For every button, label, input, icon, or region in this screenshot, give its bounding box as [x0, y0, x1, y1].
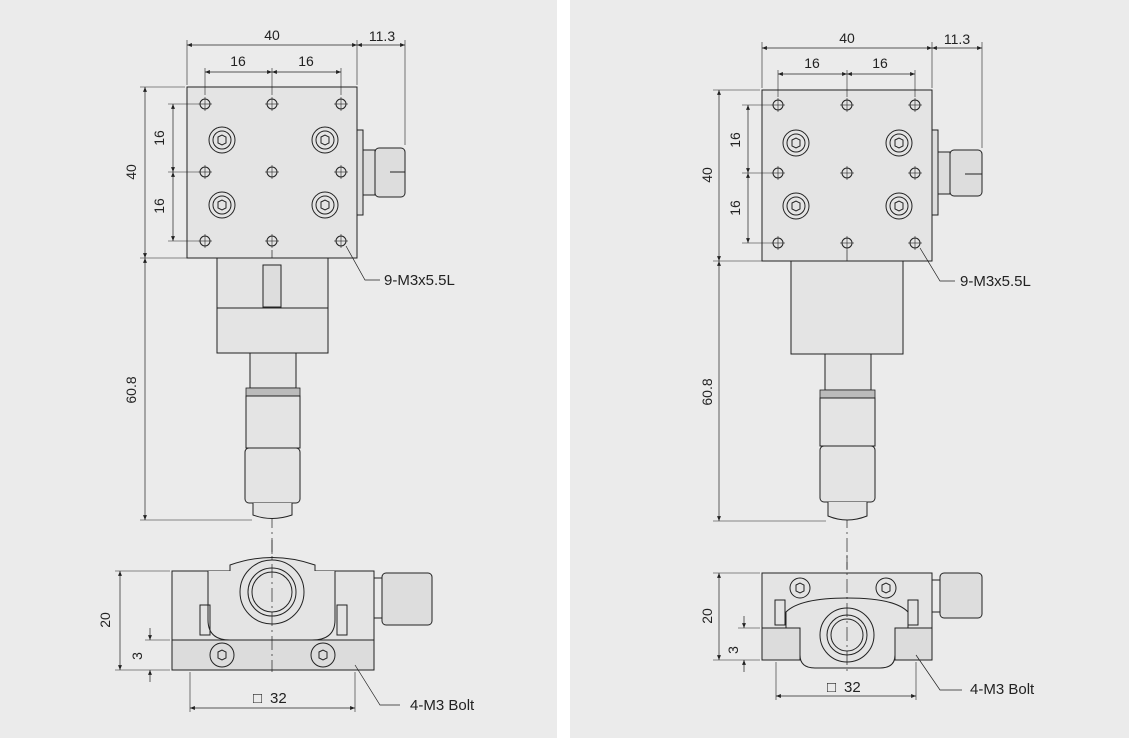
- mounting-screws: [208, 126, 339, 219]
- square-symbol: □: [253, 690, 262, 707]
- dim-width-40: 40: [264, 27, 280, 43]
- micrometer-thimble: [819, 397, 876, 447]
- dim-front-height-20: 20: [97, 612, 113, 628]
- left-drawing: [115, 40, 433, 712]
- right-labels: 40 11.3 16 16 40 16 16 60.8 9-M3x5.5L 20…: [699, 30, 1035, 698]
- dim-hole-spacing-y1: 16: [151, 130, 167, 146]
- dim-knob-offset: 11.3: [944, 31, 970, 47]
- dim-hole-spacing-y2: 16: [151, 198, 167, 214]
- right-drawing: [713, 42, 983, 700]
- dim-height-40: 40: [699, 167, 715, 183]
- dim-bolt-spacing-32: 32: [270, 690, 287, 707]
- dim-length-60-8: 60.8: [699, 378, 715, 405]
- tapped-holes-callout: 9-M3x5.5L: [384, 272, 455, 289]
- dim-base-thickness-3: 3: [725, 646, 741, 654]
- dim-bolt-spacing-32: 32: [844, 679, 861, 696]
- dim-length-60-8: 60.8: [123, 376, 139, 403]
- dim-hole-spacing-x2: 16: [872, 55, 888, 71]
- dim-hole-spacing-x1: 16: [804, 55, 820, 71]
- mounting-screws: [782, 129, 913, 220]
- dim-hole-spacing-x2: 16: [298, 53, 314, 69]
- dim-hole-spacing-y1: 16: [727, 132, 743, 148]
- dim-width-40: 40: [839, 30, 855, 46]
- lock-knob: [949, 149, 983, 197]
- micrometer-housing: [790, 260, 904, 355]
- micrometer-thimble: [245, 395, 301, 449]
- left-labels: 40 11.3 16 16 40 16 16 60.8 9-M3x5.5L 20…: [97, 27, 475, 714]
- dim-hole-spacing-x1: 16: [230, 53, 246, 69]
- dim-knob-offset: 11.3: [369, 28, 395, 44]
- dim-front-height-20: 20: [699, 608, 715, 624]
- dim-base-thickness-3: 3: [129, 652, 145, 660]
- bolts-callout: 4-M3 Bolt: [970, 681, 1035, 698]
- dim-height-40: 40: [123, 164, 139, 180]
- bolts-callout: 4-M3 Bolt: [410, 697, 475, 714]
- square-symbol: □: [827, 679, 836, 696]
- dim-hole-spacing-y2: 16: [727, 200, 743, 216]
- tapped-holes-callout: 9-M3x5.5L: [960, 273, 1031, 290]
